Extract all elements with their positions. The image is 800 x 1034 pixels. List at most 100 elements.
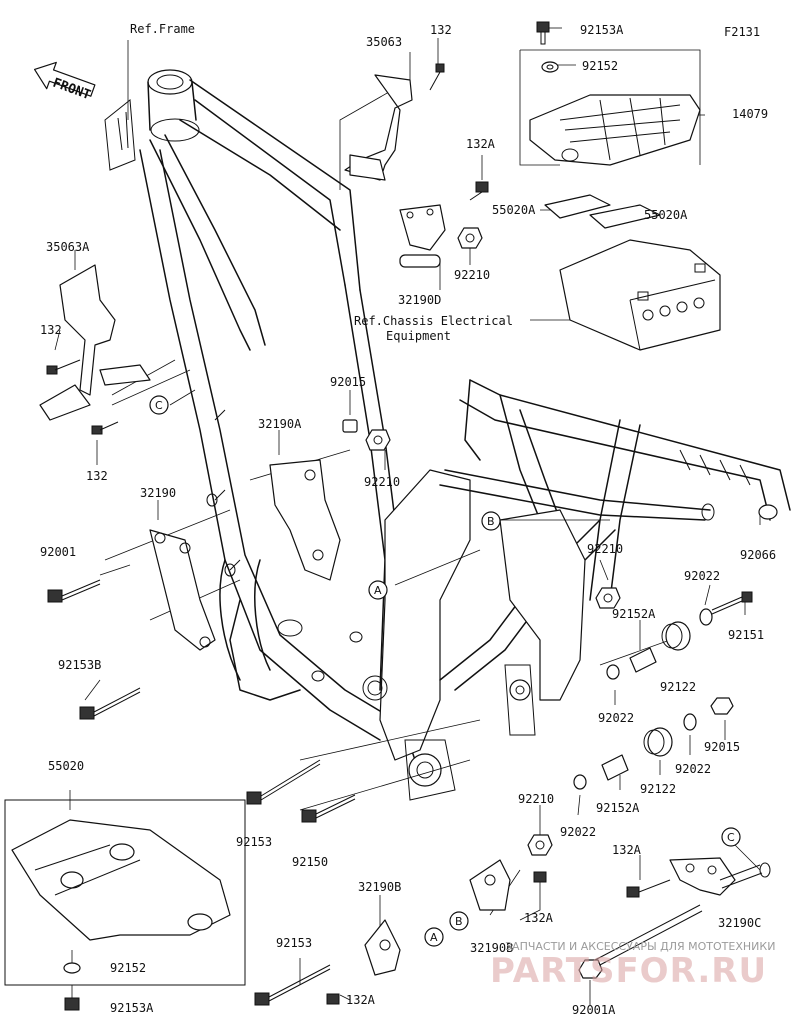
part-label-132a: 132A bbox=[466, 137, 496, 151]
bolt-92153a-bottom bbox=[64, 997, 80, 1011]
rubber-92122-r2 bbox=[643, 727, 673, 757]
bolt-92001 bbox=[47, 579, 101, 603]
callout-c-bottom: C bbox=[721, 827, 741, 847]
part-label-92001: 92001 bbox=[40, 545, 76, 559]
part-label-92022: 92022 bbox=[598, 711, 634, 725]
bolt-132-top bbox=[429, 63, 445, 91]
svg-text:A: A bbox=[374, 584, 382, 597]
bolt-92153-bottom bbox=[254, 964, 331, 1006]
part-label-92022: 92022 bbox=[560, 825, 596, 839]
front-arrow-icon bbox=[33, 61, 96, 97]
part-label-35063: 35063 bbox=[366, 35, 402, 49]
part-label-92022: 92022 bbox=[675, 762, 711, 776]
motorcycle-frame bbox=[104, 69, 791, 801]
nut-92210-right bbox=[595, 587, 621, 609]
part-label-92153a: 92153A bbox=[580, 23, 624, 37]
figure-code: F2131 bbox=[724, 25, 760, 39]
part-label-132a: 132A bbox=[524, 911, 554, 925]
bolt-132a-bottom2 bbox=[326, 993, 340, 1005]
nut-92015-mid bbox=[342, 419, 358, 433]
part-label-32190d: 32190D bbox=[398, 293, 441, 307]
bracket-32190b-right bbox=[469, 859, 511, 911]
part-label-92015: 92015 bbox=[330, 375, 366, 389]
bolt-92153-left bbox=[246, 759, 321, 805]
part-label-92153a: 92153A bbox=[110, 1001, 154, 1015]
part-label-92153b: 92153B bbox=[58, 658, 101, 672]
part-label-55020a: 55020A bbox=[492, 203, 536, 217]
part-label-92153: 92153 bbox=[236, 835, 272, 849]
plate-32190 bbox=[149, 529, 216, 651]
plate-32190a bbox=[269, 459, 341, 581]
part-label-132: 132 bbox=[430, 23, 452, 37]
collar-92152a-r2 bbox=[601, 754, 629, 781]
bolt-132a-bottom1 bbox=[533, 871, 547, 883]
part-label-32190a: 32190A bbox=[258, 417, 302, 431]
bracket-35063 bbox=[344, 74, 413, 181]
bolt-132a-right bbox=[626, 879, 671, 898]
part-labels: 35063 132 92153A 92152 14079 132A 55020A… bbox=[40, 23, 776, 1017]
part-label-132a: 132A bbox=[346, 993, 376, 1007]
part-label-32190b: 32190B bbox=[358, 880, 401, 894]
washer-92152-bottom bbox=[63, 962, 81, 974]
callout-b-frame: B bbox=[481, 511, 501, 531]
part-label-92152a: 92152A bbox=[612, 607, 656, 621]
part-label-92001a: 92001A bbox=[572, 1003, 616, 1017]
washer-92152-top bbox=[541, 61, 559, 73]
svg-text:A: A bbox=[430, 931, 438, 944]
pad-55020a-left bbox=[544, 194, 611, 219]
svg-text:B: B bbox=[487, 515, 495, 528]
bracket-32190b bbox=[364, 919, 401, 976]
part-label-132: 132 bbox=[86, 469, 108, 483]
bolt-92153b bbox=[79, 687, 141, 720]
part-label-92210: 92210 bbox=[454, 268, 490, 282]
part-label-92122: 92122 bbox=[660, 680, 696, 694]
part-label-92151: 92151 bbox=[728, 628, 764, 642]
collar-92152a-r1 bbox=[629, 647, 657, 673]
part-label-92122: 92122 bbox=[640, 782, 676, 796]
svg-text:B: B bbox=[455, 915, 463, 928]
watermark-brand: PARTSFOR.RU bbox=[490, 951, 767, 991]
ref-frame-label: Ref.Frame bbox=[130, 22, 195, 36]
nut-92210-top bbox=[457, 227, 483, 249]
part-label-32190b: 32190B bbox=[470, 941, 513, 955]
bolt-92151 bbox=[711, 591, 753, 615]
bolt-132a-top bbox=[469, 181, 489, 201]
part-label-55020a: 55020A bbox=[644, 208, 688, 222]
bracket-35063a bbox=[39, 264, 151, 421]
battery-holder-14079 bbox=[529, 94, 701, 166]
ref-chassis-electrical-line1: Ref.Chassis Electrical bbox=[354, 314, 513, 328]
bolt-92153a-top bbox=[536, 21, 550, 45]
part-label-32190: 32190 bbox=[140, 486, 176, 500]
watermark-tagline: ЗАПЧАСТИ И АКСЕССУАРЫ ДЛЯ МОТОТЕХНИКИ bbox=[505, 940, 775, 953]
nut-92210-mid bbox=[365, 429, 391, 451]
part-label-92066: 92066 bbox=[740, 548, 776, 562]
bolt-92001a bbox=[578, 904, 703, 979]
ref-chassis-electrical-line2: Equipment bbox=[386, 329, 451, 343]
part-label-14079: 14079 bbox=[732, 107, 768, 121]
part-label-92015: 92015 bbox=[704, 740, 740, 754]
callout-c-frame: C bbox=[149, 395, 169, 415]
washer-92022-r2 bbox=[606, 664, 620, 680]
battery-reference bbox=[559, 239, 721, 351]
callout-a-bottom: A bbox=[424, 927, 444, 947]
bracket-32190d bbox=[399, 204, 446, 268]
callout-b-bottom: B bbox=[449, 911, 469, 931]
washer-92022-r3 bbox=[683, 713, 697, 731]
callout-a-frame: A bbox=[368, 580, 388, 600]
part-label-92022: 92022 bbox=[684, 569, 720, 583]
washer-92022-r4 bbox=[573, 774, 587, 790]
part-label-35063a: 35063A bbox=[46, 240, 90, 254]
svg-text:C: C bbox=[727, 831, 735, 844]
nut-92210-bottom bbox=[527, 834, 553, 856]
part-label-92210: 92210 bbox=[518, 792, 554, 806]
part-label-92210: 92210 bbox=[364, 475, 400, 489]
part-label-92152: 92152 bbox=[582, 59, 618, 73]
bolt-132-left bbox=[46, 359, 81, 375]
bracket-32190c bbox=[669, 857, 771, 896]
part-label-92150: 92150 bbox=[292, 855, 328, 869]
nut-92015-right bbox=[710, 697, 734, 715]
part-label-92153: 92153 bbox=[276, 936, 312, 950]
part-label-32190c: 32190C bbox=[718, 916, 761, 930]
part-label-55020: 55020 bbox=[48, 759, 84, 773]
